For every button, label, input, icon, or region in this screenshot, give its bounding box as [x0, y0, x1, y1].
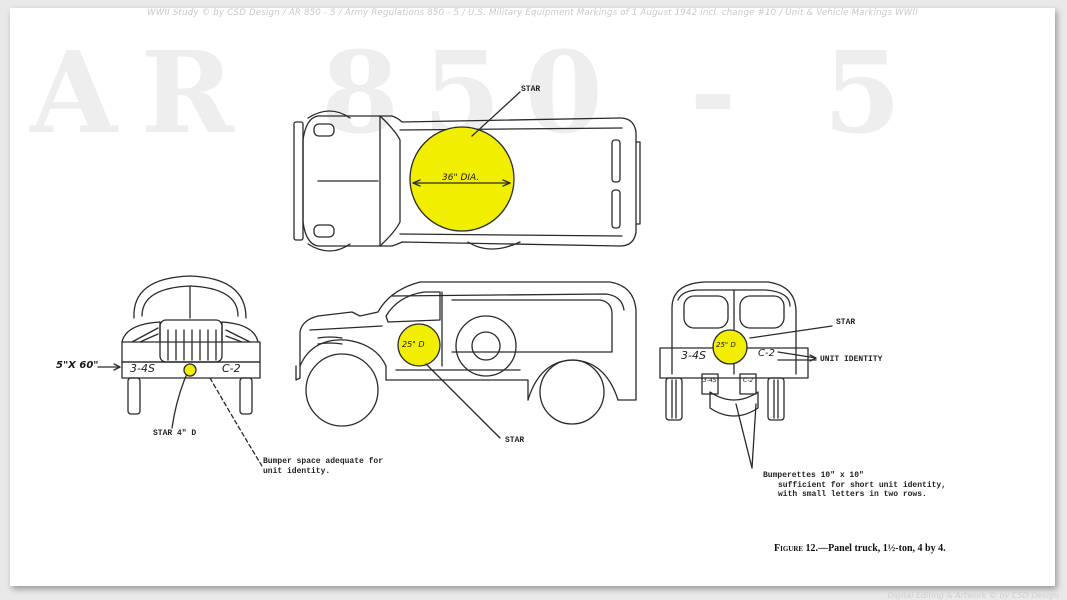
footer-credit: Digital Editing & Artwork © by CSD Desig…: [887, 591, 1059, 600]
front-unit-left: 3-4S: [130, 362, 155, 375]
bumperettes-note-line3: with small letters in two rows.: [778, 490, 927, 499]
front-unit-right: C-2: [222, 362, 241, 375]
front-view-truck: [97, 275, 263, 467]
dimension-5x60: 5"X 60": [56, 360, 99, 371]
side-view-truck: [295, 281, 637, 439]
watermark-banner: WWII Study © by CSD Design / AR 850 - 5 …: [147, 8, 918, 18]
figure-number: Figure 12.: [774, 543, 819, 554]
star-label-top: STAR: [521, 85, 541, 94]
bumperettes-note-line2: sufficient for short unit identity,: [778, 481, 947, 490]
top-view-truck: [293, 91, 641, 252]
figure-caption: Figure 12.—Panel truck, 1½-ton, 4 by 4.: [774, 543, 946, 554]
bumperette-right: C-2: [743, 377, 754, 384]
unit-identity-label: UNIT IDENTITY: [820, 355, 883, 364]
star-label-side: STAR: [505, 436, 525, 445]
rear-unit-left: 3-4S: [681, 349, 706, 362]
bumper-note-line1: Bumper space adequate for: [263, 457, 384, 466]
bumperettes-note-line1: Bumperettes 10" x 10": [763, 471, 864, 480]
dimension-36-dia: 36" DIA.: [442, 173, 480, 183]
side-dimension: 25" D: [402, 340, 425, 349]
rear-view-truck: [659, 281, 833, 469]
rear-unit-right: C-2: [758, 348, 775, 359]
star-label-rear: STAR: [836, 318, 856, 327]
figure-description: —Panel truck, 1½-ton, 4 by 4.: [818, 543, 946, 554]
bumperette-left: 3-4S: [703, 377, 717, 384]
bumper-note-line2: unit identity.: [263, 467, 331, 476]
star-4d-label: STAR 4" D: [153, 429, 197, 438]
rear-dimension: 25" D: [716, 341, 736, 349]
